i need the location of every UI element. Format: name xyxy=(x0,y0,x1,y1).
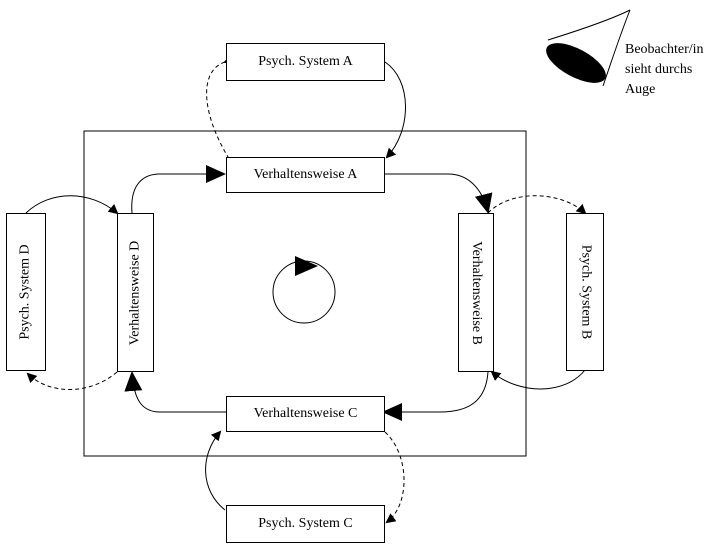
dashed-arrow-a xyxy=(206,54,235,158)
arrow-b-to-c xyxy=(382,371,489,421)
behavior-d-label: Verhaltensweise D xyxy=(127,240,143,345)
psych-system-a: Psych. System A xyxy=(226,43,385,81)
psych-system-b-label: Psych. System B xyxy=(578,244,594,340)
psych-system-d: Psych. System D xyxy=(6,213,46,371)
observer-caption: Beobachter/in sieht durchs Auge xyxy=(625,40,704,100)
psych-system-d-label: Psych. System D xyxy=(18,244,34,340)
center-cycle-arrowhead xyxy=(295,256,318,276)
solid-arrow-a xyxy=(384,61,406,159)
dashed-arrow-d xyxy=(26,371,118,390)
arrow-c-to-d xyxy=(124,371,226,413)
psych-system-c: Psych. System C xyxy=(226,505,385,543)
social-system-frame xyxy=(83,130,527,457)
observer-line-3: Auge xyxy=(625,82,656,97)
solid-arrow-c xyxy=(205,430,226,511)
arrow-d-to-a xyxy=(131,165,226,214)
psych-system-b: Psych. System B xyxy=(566,213,604,371)
behavior-c: Verhaltensweise C xyxy=(226,396,385,432)
behavior-c-label: Verhaltensweise C xyxy=(253,406,358,421)
observer-line-2: sieht durchs xyxy=(625,62,693,77)
behavior-a: Verhaltensweise A xyxy=(226,157,385,193)
dashed-arrow-c xyxy=(384,431,405,524)
arrow-a-to-b xyxy=(385,173,493,214)
observer-eye-icon xyxy=(546,9,631,87)
behavior-d: Verhaltensweise D xyxy=(117,213,154,372)
psych-system-a-label: Psych. System A xyxy=(258,54,353,69)
solid-arrow-d xyxy=(25,195,119,215)
solid-arrow-b xyxy=(490,369,586,390)
dashed-arrow-b xyxy=(487,195,587,215)
psych-system-c-label: Psych. System C xyxy=(258,516,353,531)
behavior-a-label: Verhaltensweise A xyxy=(253,167,358,182)
behavior-b: Verhaltensweise B xyxy=(458,213,494,372)
observer-line-1: Beobachter/in xyxy=(625,42,704,57)
behavior-b-label: Verhaltensweise B xyxy=(469,240,484,345)
